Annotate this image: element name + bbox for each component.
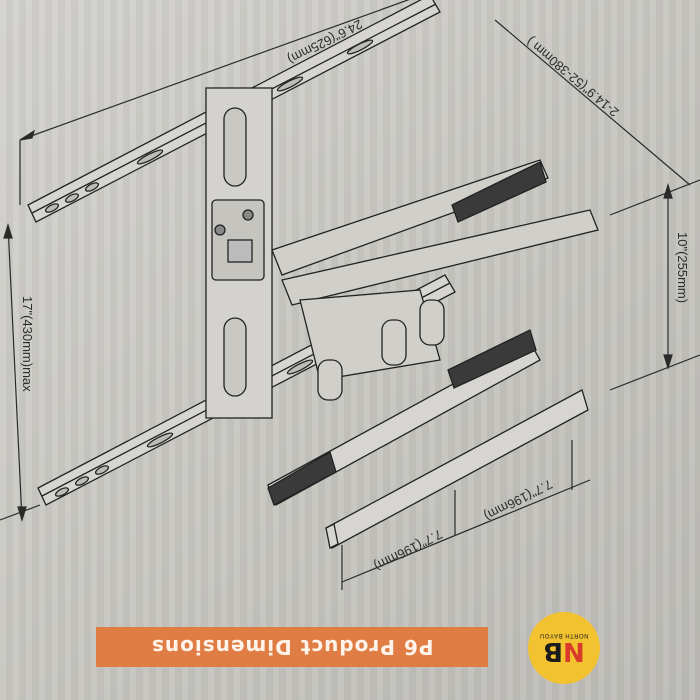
arm-spacing-dimension-line xyxy=(341,479,591,583)
logo-subtitle: NORTH BAYOU xyxy=(539,632,589,638)
tv-rail xyxy=(267,161,589,549)
height-dimension-line xyxy=(7,224,23,521)
brand-logo: NB NORTH BAYOU xyxy=(528,612,600,684)
extension-dimension-line xyxy=(494,19,691,186)
logo-mark: NB xyxy=(543,636,585,666)
product-dimensions-banner: P6 Product Dimensions xyxy=(96,627,488,667)
banner-title: P6 Product Dimensions xyxy=(150,635,434,659)
height-dimension-label: 17"(430mm)max xyxy=(20,296,35,392)
depth-dimension-label: 10"(255mm) xyxy=(675,232,690,304)
articulating-arm xyxy=(271,159,599,401)
wall-plate xyxy=(205,87,273,419)
width-dimension-line xyxy=(19,0,410,141)
